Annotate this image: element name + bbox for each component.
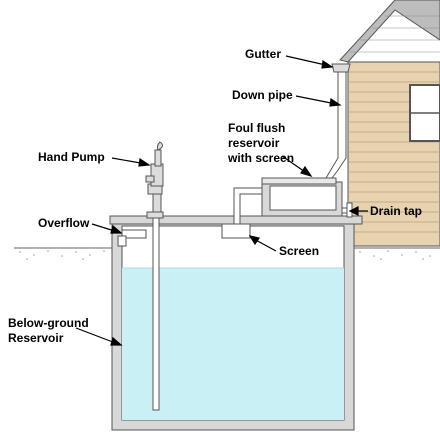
label-drain-tap: Drain tap [370,204,422,218]
label-overflow: Overflow [38,216,90,230]
gutter [331,63,351,73]
label-reservoir-line1: Below-ground [8,316,89,330]
label-gutter: Gutter [245,47,281,61]
label-foul-flush-line2: reservoir [228,136,280,150]
down-pipe [325,69,347,179]
foul-flush-reservoir [233,177,353,225]
house-roof [339,0,440,63]
label-down-pipe: Down pipe [232,88,293,102]
soil-texture [19,250,431,260]
hand-pump [145,141,164,411]
below-ground-reservoir [109,215,363,431]
label-reservoir-line2: Reservoir [8,331,64,345]
label-hand-pump: Hand Pump [38,150,105,164]
label-screen: Screen [279,244,319,258]
pump-riser-pipe [152,217,160,411]
house [339,0,440,247]
label-foul-flush-line3: with screen [227,151,294,165]
label-foul-flush-line1: Foul flush [228,121,285,135]
roof-shingles [350,15,440,53]
overflow-pipe [117,229,147,247]
label-arrows [75,55,368,346]
screen-box [221,223,251,239]
